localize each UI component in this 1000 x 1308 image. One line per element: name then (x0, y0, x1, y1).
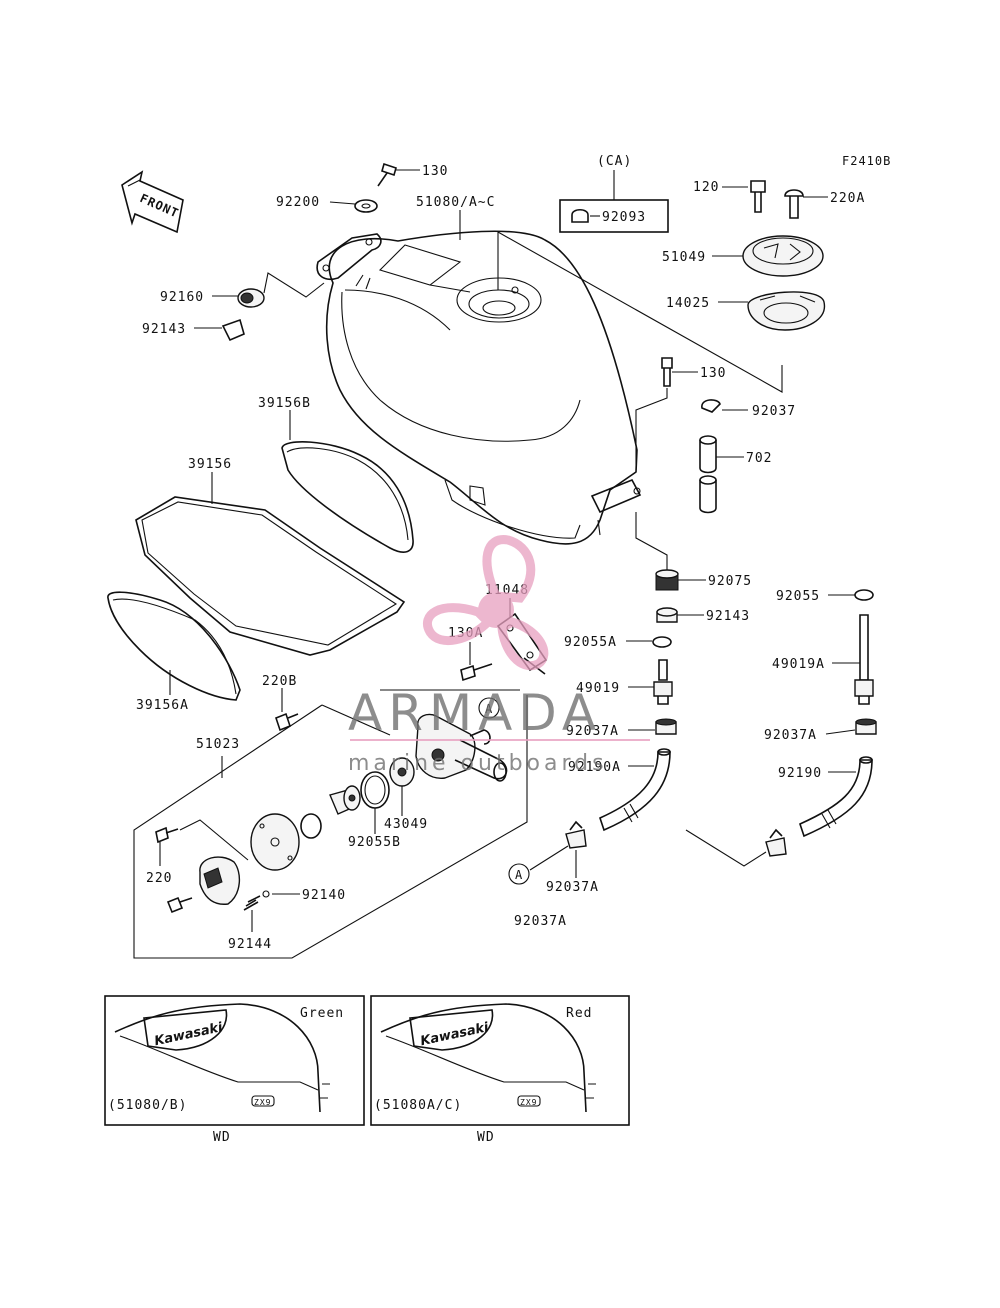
label-39156A: 39156A (136, 698, 189, 713)
clamp-92037A-mid: 92037A (566, 718, 677, 739)
inset-green: Kawasaki ZX9 Green (51080/B) (104, 995, 365, 1126)
label-92037A-a: 92037A (546, 880, 599, 895)
label-92143-left: 92143 (142, 322, 186, 337)
propeller-icon (423, 535, 549, 671)
label-51049: 51049 (662, 250, 706, 265)
label-39156: 39156 (188, 457, 232, 472)
hose-92190: 92190 (778, 756, 873, 838)
label-49019: 49019 (576, 681, 620, 696)
label-92143-right: 92143 (706, 609, 750, 624)
label-220B: 220B (262, 674, 297, 689)
label-92160: 92160 (160, 290, 204, 305)
inset-green-color: Green (300, 1006, 344, 1021)
inset-red-code: (51080A/C) (374, 1098, 462, 1113)
ring-92055A: 92055A (564, 635, 672, 650)
ca-box: (CA) 92093 (559, 154, 669, 233)
label-92144: 92144 (228, 937, 272, 952)
watermark: ARMADA marine outboards (348, 535, 650, 776)
label-130-top: 130 (422, 164, 448, 179)
label-14025: 14025 (666, 296, 710, 311)
clip-92037: 92037 (701, 399, 796, 419)
inset-green-brand: Kawasaki (153, 1020, 224, 1049)
grommet-92075: 92075 (635, 512, 752, 591)
label-39156B: 39156B (258, 396, 311, 411)
label-92037A-b: 92037A (514, 914, 567, 929)
label-51080: 51080/A~C (416, 195, 495, 210)
pad-39156B: 39156B (258, 396, 414, 553)
label-92037: 92037 (752, 404, 796, 419)
inset-red: Kawasaki ZX9 Red (51080A/C) (370, 995, 630, 1126)
label-702: 702 (746, 451, 772, 466)
label-49019A: 49019A (772, 657, 825, 672)
label-220: 220 (146, 871, 172, 886)
clamp-92037A-b: 92037A (514, 828, 787, 929)
inset-green-model: ZX9 (254, 1098, 271, 1107)
pad-39156A: 39156A (107, 591, 241, 713)
label-43049: 43049 (384, 817, 428, 832)
inset-red-caption: WD (477, 1130, 495, 1145)
watermark-subtitle: marine outboards (348, 751, 608, 776)
grommet-92160: 92160 (160, 272, 325, 308)
label-92055A: 92055A (564, 635, 617, 650)
label-92037A-mid: 92037A (566, 724, 619, 739)
ring-92055-right: 92055 (776, 589, 874, 604)
bolt-130-right: 130 (635, 357, 726, 470)
ref-marker-a-top-text: A (485, 702, 493, 716)
label-92037A-right: 92037A (764, 728, 817, 743)
label-92055-right: 92055 (776, 589, 820, 604)
pipe-49019A: 49019A (772, 614, 874, 705)
cap-51049: 51049 (662, 235, 824, 277)
clamp-92037A-a: 92037A A (508, 820, 599, 895)
label-92075: 92075 (708, 574, 752, 589)
label-92190: 92190 (778, 766, 822, 781)
watermark-title: ARMADA (348, 684, 602, 742)
label-51023: 51023 (196, 737, 240, 752)
screw-220A: 220A (784, 189, 865, 219)
inset-red-model: ZX9 (520, 1098, 537, 1107)
ca-label: (CA) (597, 154, 632, 169)
fuel-tank (316, 230, 642, 545)
label-92055B: 92055B (348, 835, 401, 850)
bolt-130-top: 130 (377, 162, 448, 187)
hose-92190A: 92190A (568, 748, 671, 832)
collar-92143-right: 92143 (656, 607, 750, 624)
inset-green-code: (51080/B) (108, 1098, 187, 1113)
inset-red-color: Red (566, 1006, 592, 1021)
fuel-cock-assembly-51023: 51023 43049 92055B 22 (133, 689, 528, 959)
inset-red-brand: Kawasaki (419, 1020, 490, 1049)
label-130-right: 130 (700, 366, 726, 381)
label-92093: 92093 (602, 210, 646, 225)
hose-702: 702 (699, 435, 772, 514)
pad-39156: 39156 (135, 457, 406, 656)
gasket-14025: 14025 (666, 291, 825, 331)
figure-code: F2410B (842, 154, 891, 168)
washer-92200: 92200 (276, 195, 378, 213)
ref-marker-a-top: A (478, 697, 500, 719)
label-92190A: 92190A (568, 760, 621, 775)
label-92140: 92140 (302, 888, 346, 903)
pipe-49019: 49019 (576, 659, 673, 705)
label-92200: 92200 (276, 195, 320, 210)
collar-92143-left: 92143 (142, 318, 245, 342)
front-arrow-icon: FRONT (121, 170, 184, 234)
screw-120: 120 (693, 180, 766, 213)
label-220A: 220A (830, 191, 865, 206)
inset-green-caption: WD (213, 1130, 231, 1145)
bolt-220B: 220B (262, 674, 299, 732)
ref-marker-a-bottom: A (515, 868, 523, 882)
clamp-92037A-right: 92037A (764, 718, 877, 743)
label-120: 120 (693, 180, 719, 195)
